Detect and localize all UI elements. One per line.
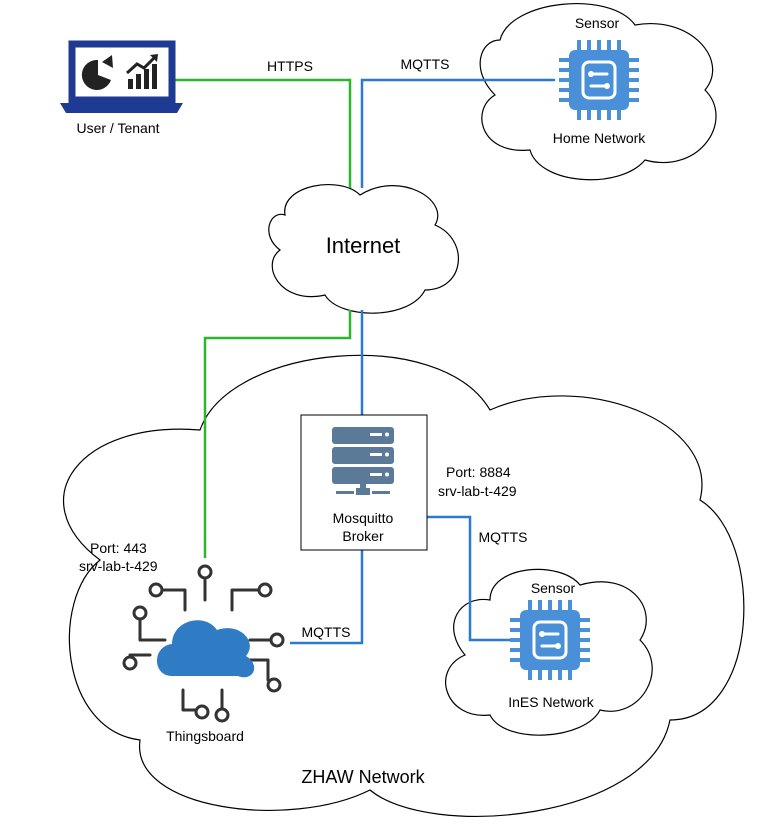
pie-chart-icon [81, 55, 113, 90]
mqtts-link-home-internet [360, 78, 555, 188]
thingsboard-host-label: srv-lab-t-429 [79, 558, 158, 574]
sensor-ines-label: Sensor [531, 580, 576, 596]
bar-chart-icon [125, 54, 158, 89]
iot-cloud-icon [122, 564, 285, 723]
thingsboard-label: Thingsboard [166, 728, 244, 744]
broker-name-line1: Mosquitto [333, 510, 394, 526]
mqtts-link-broker-ines [427, 515, 510, 642]
home-network-label: Home Network [553, 130, 647, 146]
mqtts-top-label: MQTTS [401, 56, 450, 72]
internet-cloud [268, 184, 459, 314]
zhaw-network-label: ZHAW Network [301, 767, 425, 787]
thingsboard-port-label: Port: 443 [90, 540, 147, 556]
https-link-internet-thingsboard [203, 310, 352, 558]
sensor-home-label: Sensor [575, 15, 620, 31]
broker-name-line2: Broker [342, 528, 384, 544]
ines-network-label: InES Network [508, 694, 595, 710]
sensor-ines-microchip-icon [508, 598, 592, 682]
mqtts-thingsboard-label: MQTTS [302, 624, 351, 640]
mqtts-ines-label: MQTTS [479, 529, 528, 545]
sensor-home-microchip-icon [557, 38, 641, 122]
user-tenant-label: User / Tenant [76, 120, 159, 136]
https-label: HTTPS [267, 58, 313, 74]
broker-host-label: srv-lab-t-429 [438, 483, 517, 499]
https-link-user-internet [175, 78, 352, 188]
mqtts-link-broker-thingsboard [290, 550, 364, 645]
laptop-icon [60, 40, 183, 113]
server-icon [332, 427, 394, 495]
broker-port-label: Port: 8884 [446, 464, 511, 480]
internet-label: Internet [326, 233, 401, 258]
